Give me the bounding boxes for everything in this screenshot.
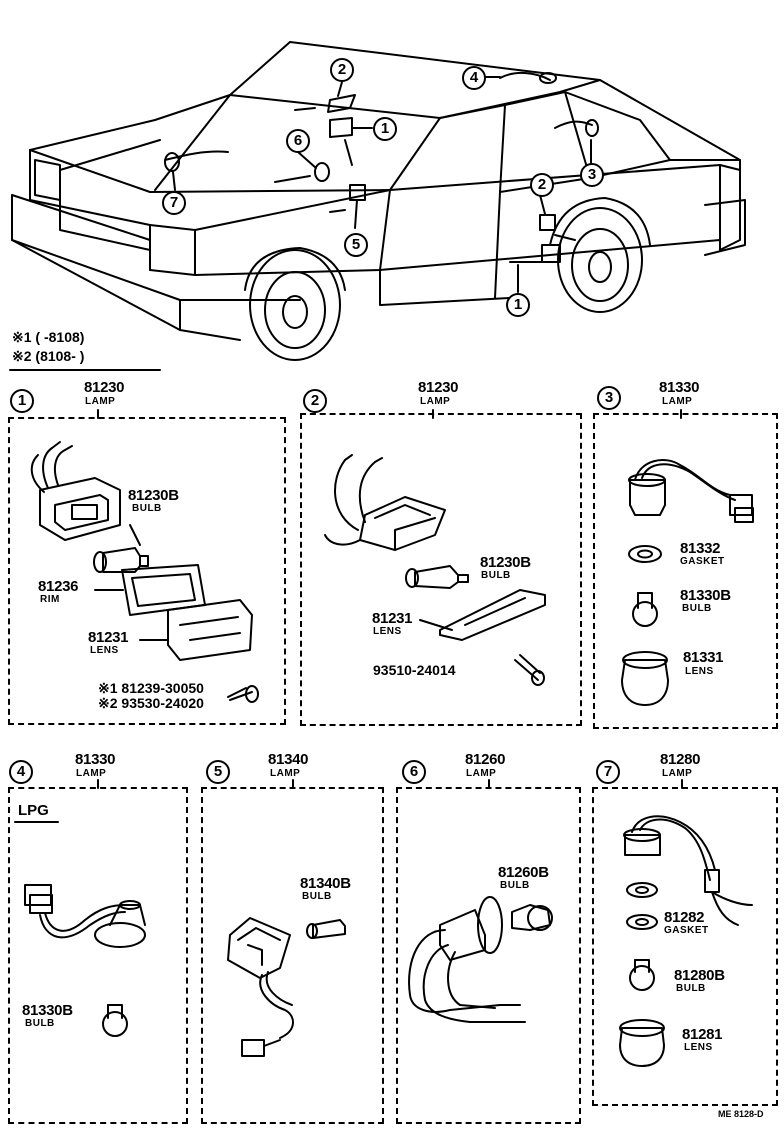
panel-7-part-number: 81280	[660, 751, 701, 768]
p7-gasket-label: GASKET	[664, 925, 709, 936]
panel-2-frame	[300, 413, 582, 726]
panel-1-number: 1	[10, 389, 34, 413]
p1-lens-label: LENS	[90, 645, 119, 656]
panel-2-part-number: 81230	[418, 379, 459, 396]
panel-3-number: 3	[597, 386, 621, 410]
p3-bulb-label: BULB	[682, 603, 712, 614]
panel-3-part-number: 81330	[659, 379, 700, 396]
callout-6: 6	[286, 129, 310, 153]
note-1: ※1 ( -8108)	[12, 329, 85, 345]
panel-4-frame	[8, 787, 188, 1124]
panel-4-part-number: 81330	[75, 751, 116, 768]
note-2: ※2 (8108- )	[12, 348, 85, 364]
panel-1-part-number: 81230	[84, 379, 125, 396]
panel-6-frame	[396, 787, 581, 1124]
p3-lens-label: LENS	[685, 666, 714, 677]
p7-gasket-number: 81282	[664, 909, 705, 926]
callout-2-door: 2	[530, 173, 554, 197]
p7-lens-number: 81281	[682, 1026, 723, 1043]
p4-bulb-label: BULB	[25, 1018, 55, 1029]
callout-1-roof: 1	[373, 117, 397, 141]
panel-1-frame	[8, 417, 286, 725]
panel-7-parts	[619, 815, 753, 1067]
panel-4-number: 4	[9, 760, 33, 784]
p6-bulb-label: BULB	[500, 880, 530, 891]
p1-rim-label: RIM	[40, 594, 60, 605]
callout-3: 3	[580, 163, 604, 187]
panel-5-part-label: LAMP	[270, 768, 301, 779]
p4-bulb-number: 81330B	[22, 1002, 73, 1019]
p2-screw: 93510-24014	[373, 662, 456, 678]
panel-4-part-label: LAMP	[76, 768, 107, 779]
panel-6-part-number: 81260	[465, 751, 506, 768]
p1-bulb-label: BULB	[132, 503, 162, 514]
p3-gasket-label: GASKET	[680, 556, 725, 567]
p1-rim-number: 81236	[38, 578, 79, 595]
panel-7-number: 7	[596, 760, 620, 784]
p1-bulb-number: 81230B	[128, 487, 179, 504]
panel-5-part-number: 81340	[268, 751, 309, 768]
p5-bulb-label: BULB	[302, 891, 332, 902]
p7-lens-label: LENS	[684, 1042, 713, 1053]
panel-3-parts	[621, 459, 754, 706]
panel-7-part-label: LAMP	[662, 768, 693, 779]
p7-bulb-label: BULB	[676, 983, 706, 994]
panel-2-part-label: LAMP	[420, 396, 451, 407]
p1-screw-1: ※1 81239-30050	[98, 680, 204, 696]
p2-bulb-label: BULB	[481, 570, 511, 581]
p3-lens-number: 81331	[683, 649, 724, 666]
panel-6-parts	[408, 896, 553, 1023]
drawing-code: ME 8128-D	[718, 1109, 764, 1119]
p1-screw-2: ※2 93530-24020	[98, 695, 204, 711]
p2-lens-label: LENS	[373, 626, 402, 637]
panel-3-frame	[593, 413, 778, 729]
callout-5: 5	[344, 233, 368, 257]
callout-1-door: 1	[506, 293, 530, 317]
p4-lpg-tag: LPG	[18, 802, 49, 819]
p6-bulb-number: 81260B	[498, 864, 549, 881]
panel-5-frame	[201, 787, 384, 1124]
panel-1-parts	[30, 441, 259, 703]
p7-bulb-number: 81280B	[674, 967, 725, 984]
p3-bulb-number: 81330B	[680, 587, 731, 604]
p3-gasket-number: 81332	[680, 540, 721, 557]
callout-2-roof: 2	[330, 58, 354, 82]
p2-lens-number: 81231	[372, 610, 413, 627]
panel-1-part-label: LAMP	[85, 396, 116, 407]
panel-5-parts	[227, 917, 346, 1057]
p1-lens-number: 81231	[88, 629, 129, 646]
panel-6-number: 6	[402, 760, 426, 784]
panel-5-number: 5	[206, 760, 230, 784]
panel-6-part-label: LAMP	[466, 768, 497, 779]
callout-7: 7	[162, 191, 186, 215]
p5-bulb-number: 81340B	[300, 875, 351, 892]
panel-3-part-label: LAMP	[662, 396, 693, 407]
p2-bulb-number: 81230B	[480, 554, 531, 571]
callout-4: 4	[462, 66, 486, 90]
panel-2-parts	[324, 454, 546, 686]
panel-7-frame	[592, 787, 778, 1106]
panel-4-parts	[14, 821, 146, 1037]
panel-2-number: 2	[303, 389, 327, 413]
car-illustration	[11, 41, 746, 361]
